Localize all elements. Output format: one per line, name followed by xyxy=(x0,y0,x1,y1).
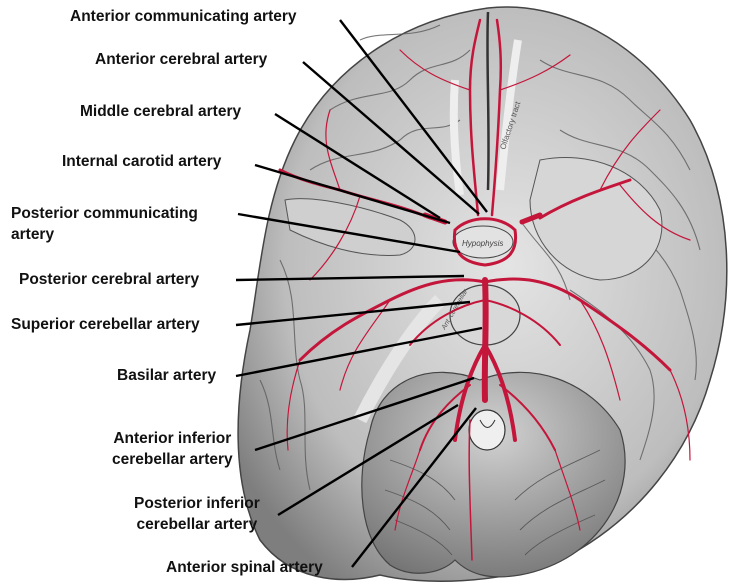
leader-anterior-inferior xyxy=(254,376,475,452)
leader-middle-cerebral xyxy=(274,112,441,220)
label-posterior-inferior-cerebellar-artery: Posterior inferior cerebellar artery xyxy=(134,493,260,535)
label-line: cerebellar artery xyxy=(136,516,258,533)
label-line: Posterior communicating xyxy=(11,205,198,222)
label-line: Anterior inferior xyxy=(113,430,232,447)
leader-internal-carotid xyxy=(254,163,451,225)
leader-basilar xyxy=(235,326,483,378)
label-anterior-communicating-artery: Anterior communicating artery xyxy=(70,8,297,25)
label-middle-cerebral-artery: Middle cerebral artery xyxy=(80,103,242,120)
label-superior-cerebellar-artery: Superior cerebellar artery xyxy=(11,316,200,333)
label-posterior-cerebral-artery: Posterior cerebral artery xyxy=(19,271,200,288)
label-line: cerebellar artery xyxy=(112,451,233,468)
label-anterior-cerebral-artery: Anterior cerebral artery xyxy=(95,51,268,68)
leader-lines xyxy=(235,19,488,568)
label-line: artery xyxy=(11,226,55,243)
leader-posterior-inferior xyxy=(277,403,459,517)
label-anterior-inferior-cerebellar-artery: Anterior inferior cerebellar artery xyxy=(112,428,233,470)
label-basilar-artery: Basilar artery xyxy=(117,367,217,384)
leader-anterior-spinal xyxy=(351,407,477,568)
label-anterior-spinal-artery: Anterior spinal artery xyxy=(166,559,323,576)
leader-anterior-communicating xyxy=(339,19,488,213)
hypophysis-text: Hypophysis xyxy=(462,239,503,248)
leader-posterior-cerebral xyxy=(235,274,465,282)
label-line: Posterior inferior xyxy=(134,495,260,512)
leader-superior-cerebellar xyxy=(235,300,471,327)
label-internal-carotid-artery: Internal carotid artery xyxy=(62,153,222,170)
label-posterior-communicating-artery: Posterior communicating artery xyxy=(11,203,198,245)
leader-anterior-cerebral xyxy=(302,61,480,215)
leader-posterior-communicating xyxy=(237,212,461,254)
